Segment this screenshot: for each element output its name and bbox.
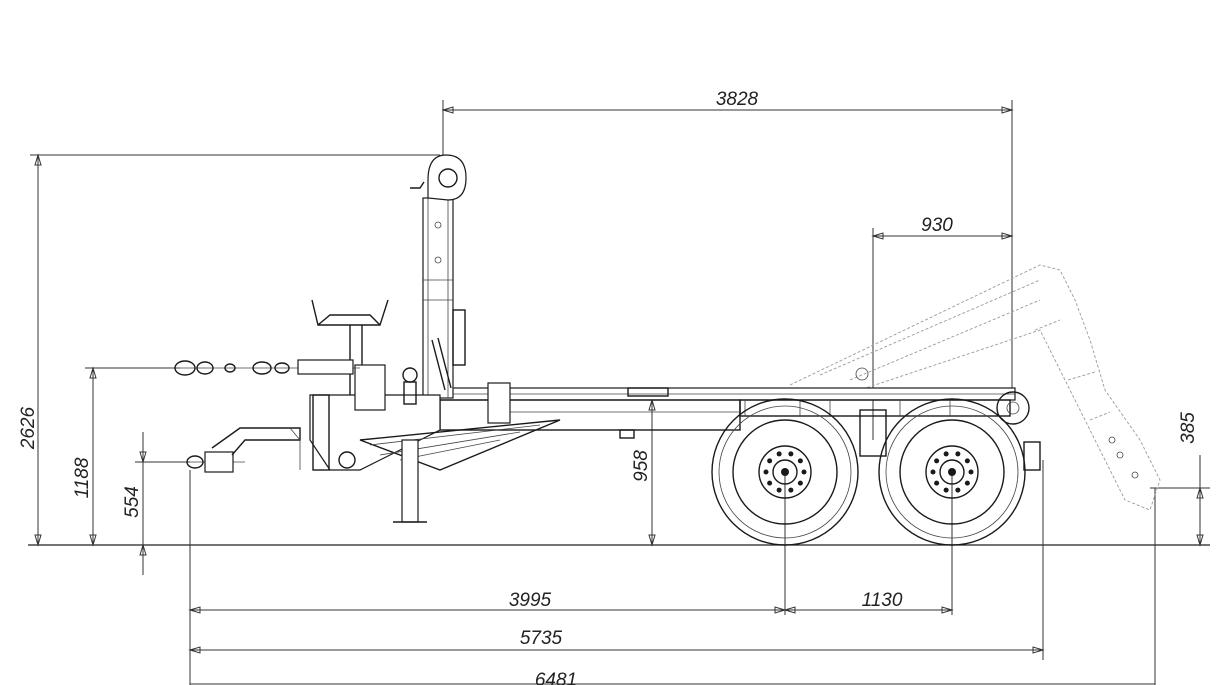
lug-bolt (968, 469, 974, 475)
lug-bolt (767, 458, 773, 464)
lug-bolt (943, 451, 949, 457)
lug-bolt (788, 451, 794, 457)
lug-bolt (801, 469, 807, 475)
dim-958: 958 (631, 450, 652, 482)
draw-eye (185, 427, 301, 473)
drawbar (309, 299, 561, 471)
dimension-lines (30, 100, 1210, 685)
lug-bolt (964, 480, 970, 486)
dim-2626: 2626 (18, 406, 39, 450)
hydraulic-hoses (170, 359, 360, 376)
dim-3828: 3828 (716, 89, 759, 110)
lug-bolt (934, 480, 940, 486)
lug-bolt (776, 451, 782, 457)
dim-930: 930 (921, 215, 953, 236)
dim-554: 554 (122, 486, 143, 518)
dim-385: 385 (1178, 412, 1199, 444)
dim-3995: 3995 (509, 590, 552, 611)
lug-bolt (763, 469, 769, 475)
dim-6481: 6481 (535, 670, 577, 685)
lug-bolt (776, 487, 782, 493)
dim-5735: 5735 (520, 628, 563, 649)
lug-bolt (955, 487, 961, 493)
hook-arm (410, 154, 467, 399)
main-frame (439, 382, 1041, 471)
lug-bolt (955, 451, 961, 457)
lug-bolt (788, 487, 794, 493)
lug-bolt (767, 480, 773, 486)
rear-wheel (878, 398, 1026, 546)
lug-bolt (964, 458, 970, 464)
lug-bolt (797, 458, 803, 464)
raised-hook-arm-outline (789, 264, 1161, 511)
front-wheel (711, 398, 859, 546)
dim-1188: 1188 (72, 457, 93, 498)
support-leg (393, 439, 427, 523)
lug-bolt (943, 487, 949, 493)
lug-bolt (934, 458, 940, 464)
wheel-bolts (763, 451, 974, 493)
lug-bolt (930, 469, 936, 475)
dim-1130: 1130 (862, 590, 903, 611)
lug-bolt (797, 480, 803, 486)
